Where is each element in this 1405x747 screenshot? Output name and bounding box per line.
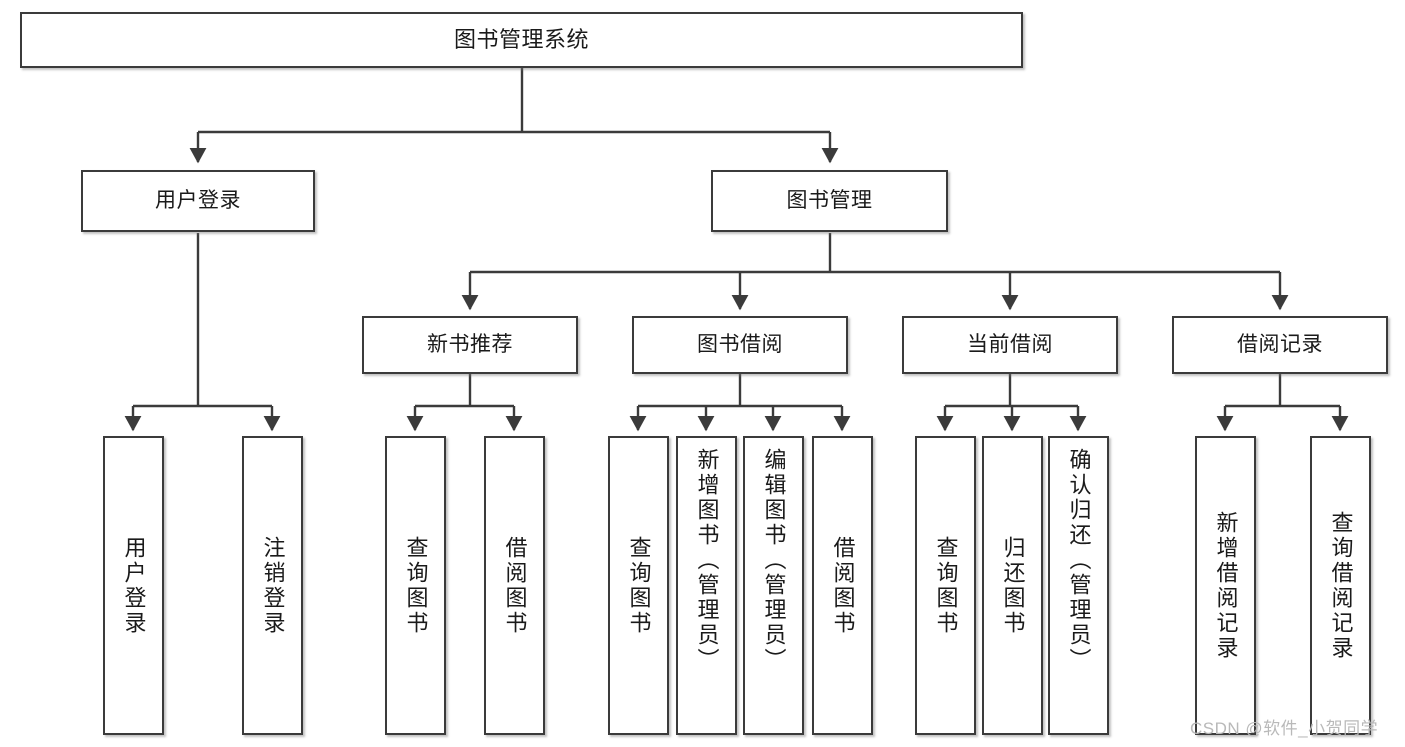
- node-label: 查询借阅记录: [1328, 510, 1354, 661]
- node-label: 借阅记录: [1237, 332, 1323, 356]
- node-borrow-record[interactable]: 借阅记录: [1172, 316, 1388, 374]
- node-leaf-borrow-book-1[interactable]: 借阅图书: [484, 436, 545, 735]
- node-leaf-query-book-1[interactable]: 查询图书: [385, 436, 446, 735]
- node-label: 图书借阅: [697, 332, 783, 356]
- node-label: 确认归还（管理员）: [1066, 448, 1092, 673]
- node-book-manage[interactable]: 图书管理: [711, 170, 948, 232]
- node-leaf-query-record[interactable]: 查询借阅记录: [1310, 436, 1371, 735]
- node-leaf-add-record[interactable]: 新增借阅记录: [1195, 436, 1256, 735]
- node-leaf-add-book[interactable]: 新增图书（管理员）: [676, 436, 737, 735]
- node-label: 注销登录: [260, 535, 286, 636]
- node-root-system[interactable]: 图书管理系统: [20, 12, 1023, 68]
- node-leaf-edit-book[interactable]: 编辑图书（管理员）: [743, 436, 804, 735]
- node-label: 新书推荐: [427, 332, 513, 356]
- node-leaf-query-book-3[interactable]: 查询图书: [915, 436, 976, 735]
- node-label: 编辑图书（管理员）: [761, 448, 787, 673]
- node-current-borrow[interactable]: 当前借阅: [902, 316, 1118, 374]
- node-leaf-borrow-book-2[interactable]: 借阅图书: [812, 436, 873, 735]
- node-label: 查询图书: [403, 535, 429, 636]
- node-label: 查询图书: [933, 535, 959, 636]
- node-label: 借阅图书: [830, 535, 856, 636]
- node-book-borrow[interactable]: 图书借阅: [632, 316, 848, 374]
- node-leaf-logout-login[interactable]: 注销登录: [242, 436, 303, 735]
- node-label: 查询图书: [626, 535, 652, 636]
- node-label: 当前借阅: [967, 332, 1053, 356]
- node-label: 新增图书（管理员）: [694, 448, 720, 673]
- node-label: 图书管理: [786, 188, 873, 212]
- node-leaf-return-book[interactable]: 归还图书: [982, 436, 1043, 735]
- node-label: 借阅图书: [502, 535, 528, 636]
- node-leaf-user-login[interactable]: 用户登录: [103, 436, 164, 735]
- node-leaf-confirm-return[interactable]: 确认归还（管理员）: [1048, 436, 1109, 735]
- node-label: 用户登录: [155, 188, 241, 212]
- csdn-watermark: CSDN @软件_小贺同学: [1190, 719, 1379, 738]
- node-label: 用户登录: [121, 535, 147, 636]
- node-label: 归还图书: [1000, 535, 1026, 636]
- node-new-book-recommend[interactable]: 新书推荐: [362, 316, 578, 374]
- node-user-login[interactable]: 用户登录: [81, 170, 315, 232]
- node-label: 新增借阅记录: [1213, 510, 1239, 661]
- node-label: 图书管理系统: [453, 27, 589, 53]
- node-leaf-query-book-2[interactable]: 查询图书: [608, 436, 669, 735]
